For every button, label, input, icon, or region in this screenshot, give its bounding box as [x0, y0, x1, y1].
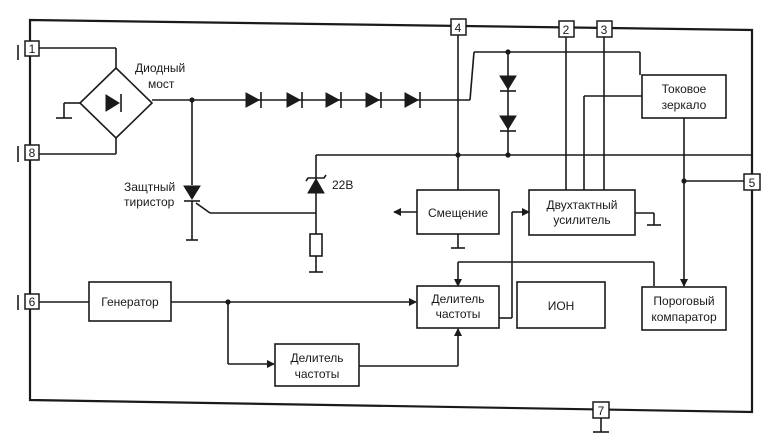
frequency-divider-2-block — [274, 343, 360, 387]
pin-3: 3 — [596, 20, 613, 38]
generator-label: Генератор — [101, 295, 159, 309]
pin-8: 8 — [17, 144, 40, 162]
current-mirror-block — [641, 74, 727, 119]
reference-voltage-block — [516, 281, 606, 329]
zener-label: 22В — [332, 178, 353, 192]
current-mirror-label-2: зеркало — [662, 98, 707, 112]
svg-text:4: 4 — [455, 21, 462, 35]
amp-label-1: Двухтактный — [547, 198, 618, 212]
svg-text:3: 3 — [601, 23, 608, 37]
pin-5: 5 — [743, 173, 761, 191]
current-mirror-label-1: Токовое — [662, 82, 707, 96]
diode-bridge: Диодный мост — [39, 47, 185, 155]
generator-block — [88, 281, 172, 322]
pin-2: 2 — [558, 20, 575, 38]
amp-label-2: усилитель — [553, 213, 610, 227]
pin-7: 7 — [592, 401, 610, 419]
diode-bridge-label-1: Диодный — [135, 61, 185, 75]
chip-outline — [28, 18, 754, 414]
bias-label: Смещение — [428, 206, 488, 220]
svg-text:5: 5 — [749, 176, 756, 190]
svg-text:2: 2 — [563, 23, 570, 37]
svg-text:8: 8 — [29, 146, 36, 160]
divider2-label-2: частоты — [295, 367, 340, 381]
threshold-comparator-block — [641, 286, 727, 331]
svg-text:1: 1 — [29, 42, 36, 56]
diode-bridge-label-2: мост — [148, 77, 175, 91]
divider1-label-1: Делитель — [432, 292, 485, 306]
comparator-label-1: Пороговый — [653, 294, 714, 308]
pin-1: 1 — [17, 40, 40, 60]
comparator-label-2: компаратор — [651, 310, 717, 324]
diode-chain — [245, 92, 421, 108]
thyristor-label-2: тиристор — [124, 195, 175, 209]
divider2-label-1: Делитель — [291, 351, 344, 365]
thyristor-label-1: Защтный — [124, 180, 175, 194]
svg-text:6: 6 — [29, 295, 36, 309]
push-pull-amplifier-block — [528, 189, 636, 236]
zener-branch: 22В — [305, 155, 353, 273]
bias-block — [416, 189, 500, 235]
pin-6: 6 — [17, 293, 40, 310]
svg-text:7: 7 — [598, 404, 605, 418]
vertical-diodes — [499, 52, 517, 155]
protective-thyristor: Защтный тиристор — [124, 100, 316, 241]
divider1-label-2: частоты — [436, 307, 481, 321]
pin-4: 4 — [450, 18, 467, 36]
ion-label: ИОН — [548, 299, 575, 313]
